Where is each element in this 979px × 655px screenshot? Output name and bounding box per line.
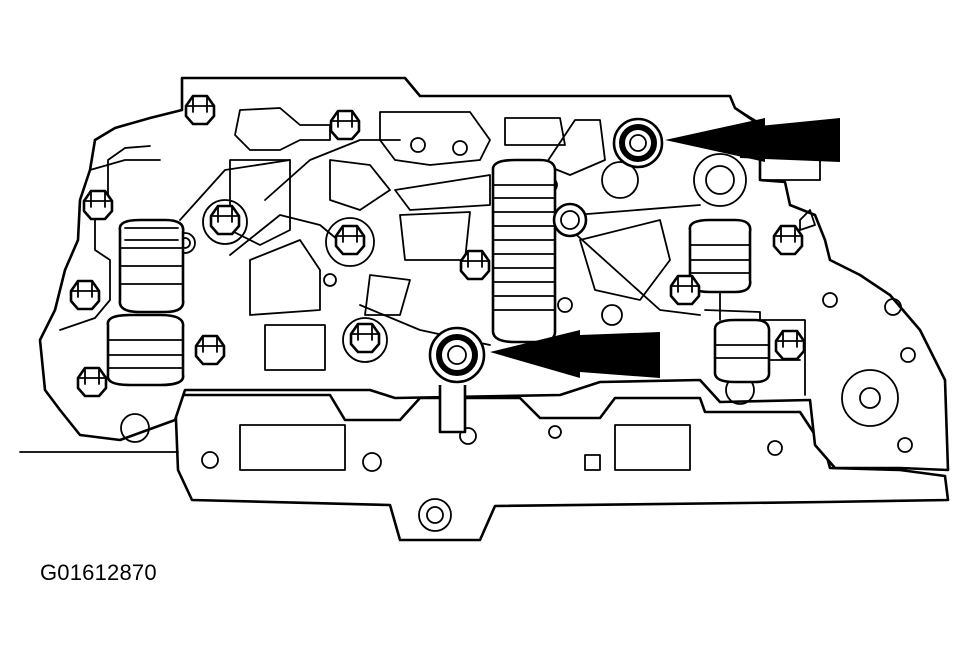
bolt <box>69 279 101 311</box>
bolt <box>82 189 114 221</box>
bolt <box>669 274 701 306</box>
bolt <box>459 249 491 281</box>
figure-caption: G01612870 <box>40 560 157 585</box>
arrow-lower-center <box>490 330 660 378</box>
bolt <box>194 334 226 366</box>
bolt <box>774 329 806 361</box>
bolt <box>772 224 804 256</box>
seal-center <box>552 202 588 238</box>
bolt <box>325 217 375 267</box>
seal-lower <box>428 326 486 384</box>
bolts <box>69 94 806 398</box>
valve-spools <box>106 158 771 387</box>
bolt <box>202 199 248 245</box>
seal-upper <box>612 117 664 169</box>
bolt <box>342 317 388 363</box>
arrow-upper-right <box>665 118 840 162</box>
bolt <box>76 366 108 398</box>
bolt <box>184 94 216 126</box>
seals <box>428 117 664 384</box>
bolt <box>329 109 361 141</box>
